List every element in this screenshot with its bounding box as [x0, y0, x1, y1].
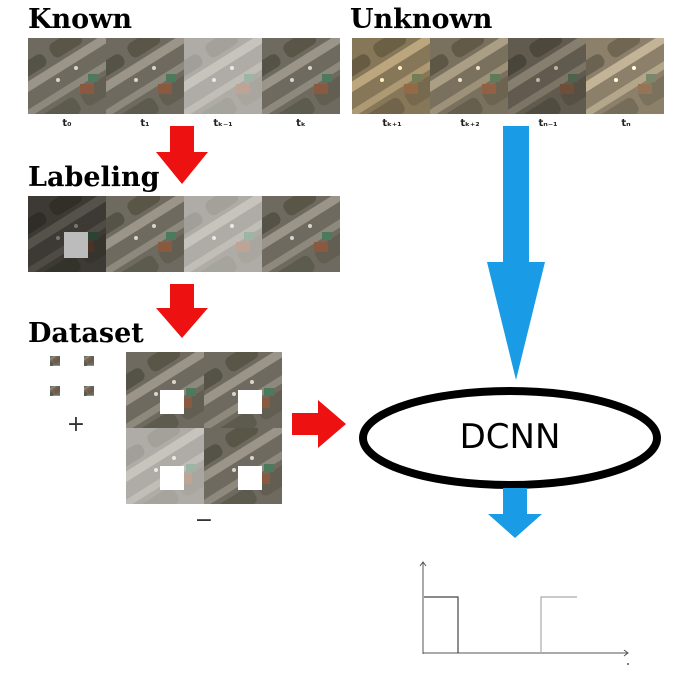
unknown-tick-label: tₖ₊₁	[382, 118, 402, 129]
red-arrow-down	[156, 284, 208, 338]
known-tick-label: tₖ	[296, 118, 306, 129]
unknown-image-tk+2	[430, 38, 508, 114]
dcnn-model-ellipse	[359, 387, 661, 489]
negative-sign: −	[194, 508, 214, 533]
labeling-image	[262, 196, 340, 272]
unknown-heading: Unknown	[350, 4, 493, 35]
labeled-region-marker	[64, 232, 88, 258]
masked-region	[160, 466, 184, 490]
unknown-tick-label: tₖ₊₂	[460, 118, 480, 129]
red-arrow-down	[156, 126, 208, 184]
unknown-image-tn-1	[508, 38, 586, 114]
red-arrow-right	[292, 400, 346, 448]
known-image-t0	[28, 38, 106, 114]
dataset-heading: Dataset	[28, 318, 144, 349]
positive-patch	[84, 386, 104, 406]
labeling-image	[106, 196, 184, 272]
known-image-t1	[106, 38, 184, 114]
known-image-tk-1	[184, 38, 262, 114]
known-image-tk	[262, 38, 340, 114]
known-tick-label: t₀	[62, 118, 72, 129]
positive-patch	[50, 386, 70, 406]
known-heading: Known	[28, 4, 132, 35]
masked-region	[238, 390, 262, 414]
masked-region	[238, 466, 262, 490]
positive-patch	[84, 356, 104, 376]
known-tick-label: tₖ₋₁	[213, 118, 233, 129]
unknown-image-tn	[586, 38, 664, 114]
positive-patch	[50, 356, 70, 376]
blue-arrow-down-output	[488, 488, 542, 538]
blue-arrow-down	[487, 126, 545, 380]
unknown-image-tk+1	[352, 38, 430, 114]
labeling-heading: Labeling	[28, 162, 160, 193]
known-tick-label: t₁	[140, 118, 150, 129]
positive-sign: +	[66, 412, 86, 437]
dcnn-label: DCNN	[459, 417, 561, 457]
unknown-tick-label: tₙ	[621, 118, 631, 129]
masked-region	[160, 390, 184, 414]
output-signal-plot	[419, 561, 629, 665]
unknown-tick-label: tₙ₋₁	[538, 118, 558, 129]
labeling-image	[184, 196, 262, 272]
